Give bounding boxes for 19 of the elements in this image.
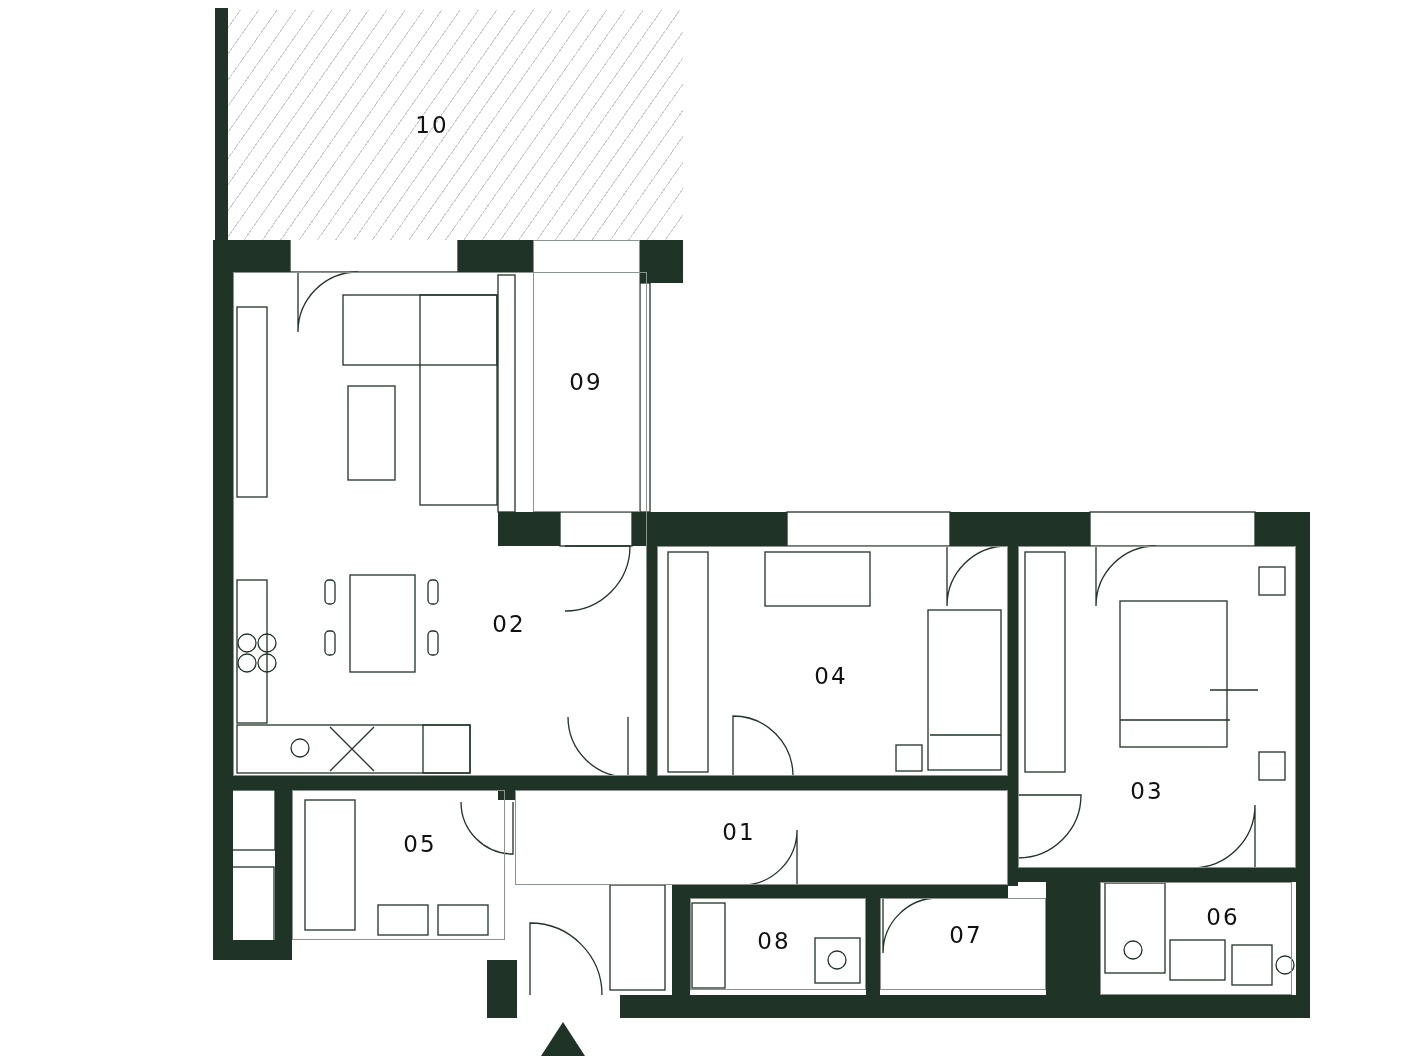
room-area — [533, 240, 640, 512]
room-number: 10 — [415, 112, 449, 138]
room-area — [233, 272, 647, 776]
room-number: 06 — [1206, 904, 1240, 930]
room-number: 02 — [492, 611, 526, 637]
room-area — [1018, 546, 1296, 868]
room-number: 07 — [949, 922, 983, 948]
room-area — [690, 898, 866, 990]
room-number: 08 — [757, 928, 791, 954]
room-area — [292, 790, 505, 940]
room-area — [515, 790, 1008, 885]
room-number: 04 — [814, 663, 848, 689]
room-number: 05 — [403, 831, 437, 857]
room-number: 03 — [1130, 778, 1164, 804]
room-area — [657, 546, 1008, 776]
room-area — [1100, 882, 1292, 995]
room-number: 01 — [722, 819, 756, 845]
room-number: 09 — [569, 369, 603, 395]
room-area — [880, 898, 1046, 990]
